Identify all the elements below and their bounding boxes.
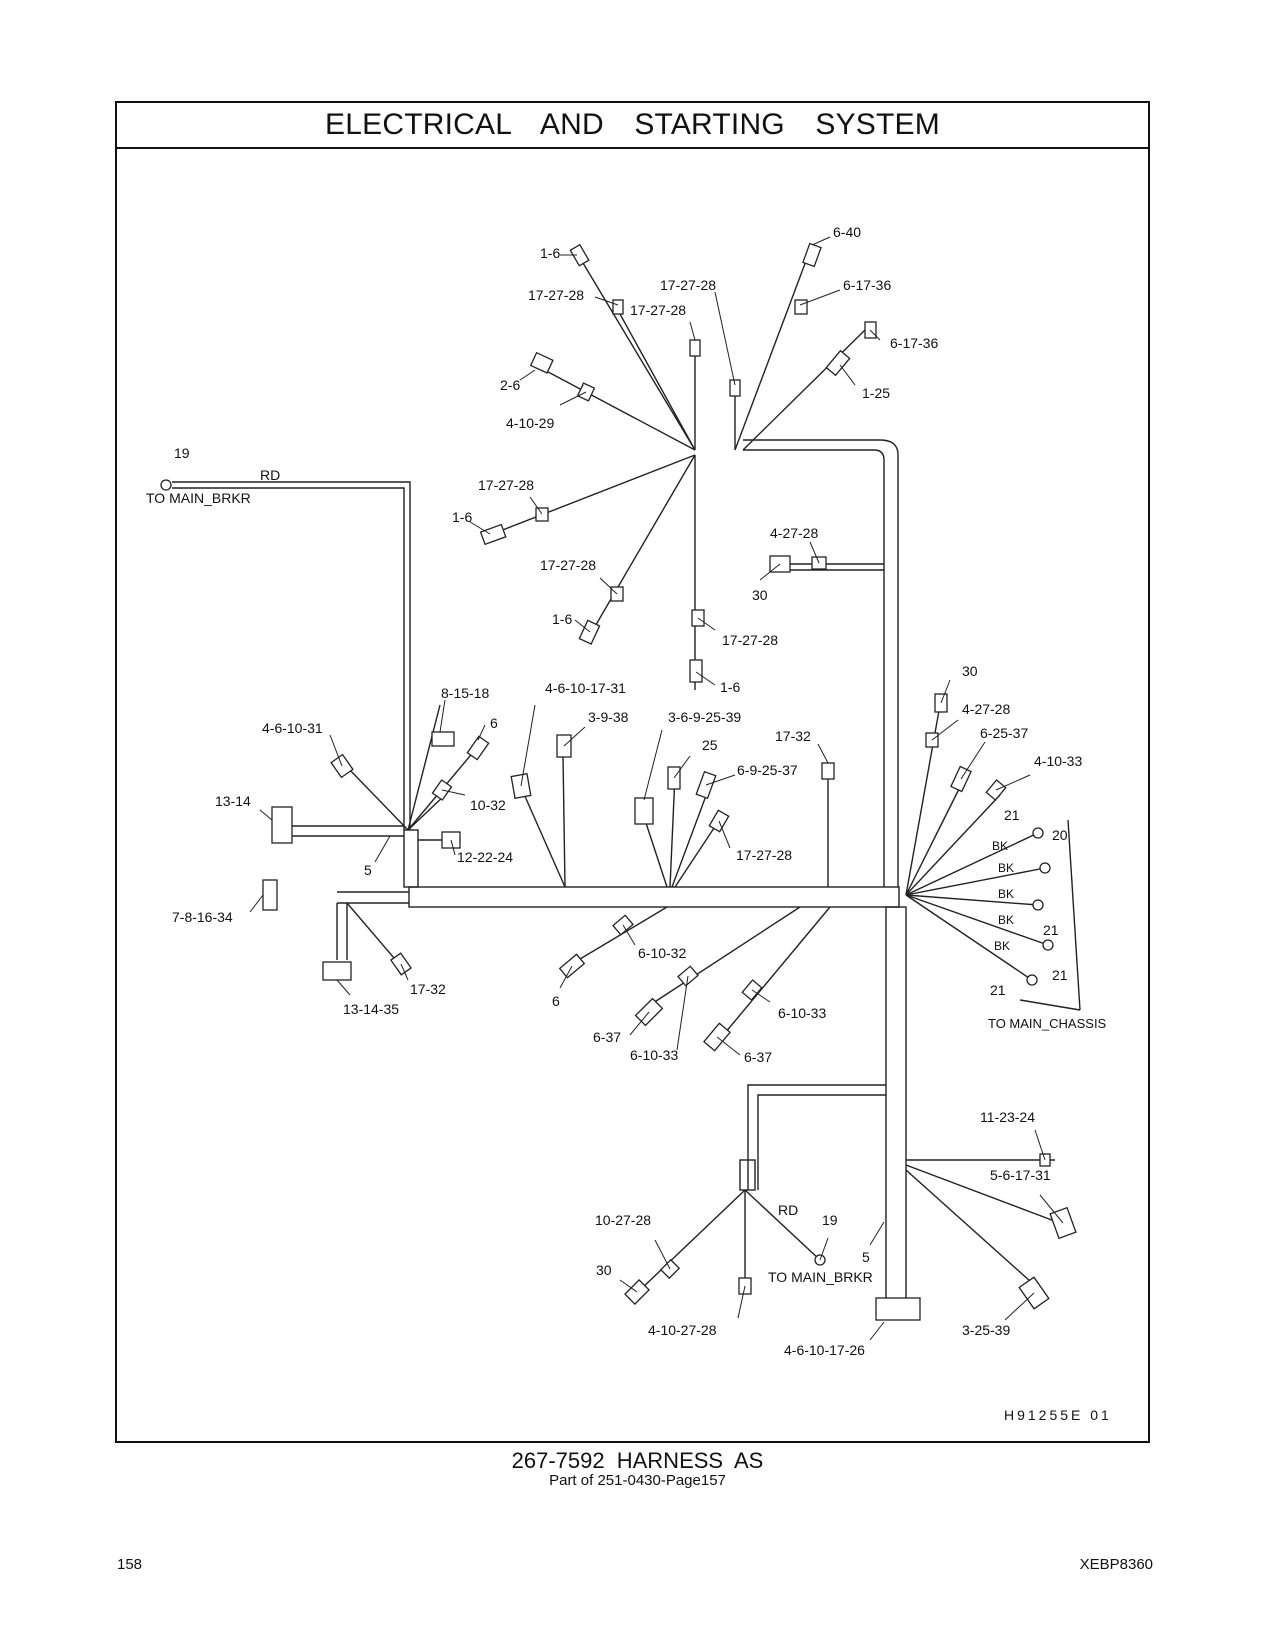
- lbl-30: 30: [962, 663, 978, 679]
- lbl-4-10-33: 4-10-33: [1034, 753, 1082, 769]
- lbl-1-6: 1-6: [552, 611, 572, 627]
- lbl-7-8-16-34: 7-8-16-34: [172, 909, 233, 925]
- lbl-bk: BK: [998, 913, 1014, 927]
- lbl-17-27-28: 17-27-28: [540, 557, 596, 573]
- lbl-4-27-28: 4-27-28: [962, 701, 1010, 717]
- lbl-5: 5: [364, 862, 372, 878]
- lbl-6: 6: [490, 715, 498, 731]
- lbl-19: 19: [822, 1212, 838, 1228]
- lbl-4-27-28: 4-27-28: [770, 525, 818, 541]
- lbl-3-6-9-25-39: 3-6-9-25-39: [668, 709, 741, 725]
- drawing-frame: ELECTRICAL AND STARTING SYSTEM: [115, 101, 1150, 1443]
- lbl-bk: BK: [998, 887, 1014, 901]
- lbl-6-10-33: 6-10-33: [630, 1047, 678, 1063]
- lbl-bk: BK: [992, 839, 1008, 853]
- lbl-17-27-28: 17-27-28: [630, 302, 686, 318]
- lbl-6: 6: [552, 993, 560, 1009]
- lbl-bk: BK: [998, 861, 1014, 875]
- lbl-17-32: 17-32: [410, 981, 446, 997]
- lbl-1-6: 1-6: [540, 245, 560, 261]
- lbl-30: 30: [596, 1262, 612, 1278]
- lbl-17-27-28: 17-27-28: [660, 277, 716, 293]
- connector: [569, 243, 590, 267]
- lbl-17-27-28: 17-27-28: [528, 287, 584, 303]
- lbl-12-22-24: 12-22-24: [457, 849, 513, 865]
- lbl-4-6-10-31: 4-6-10-31: [262, 720, 323, 736]
- lbl-17-27-28: 17-27-28: [736, 847, 792, 863]
- lbl-6-17-36: 6-17-36: [843, 277, 891, 293]
- lower-trunk: [885, 906, 907, 1308]
- document-id: XEBP8360: [1079, 1556, 1153, 1573]
- lbl-25: 25: [702, 737, 718, 753]
- lbl-rd: RD: [260, 467, 280, 483]
- lbl-rd: RD: [778, 1202, 798, 1218]
- lbl-to-main-brkr: TO MAIN_BRKR: [768, 1269, 873, 1285]
- lbl-6-17-36: 6-17-36: [890, 335, 938, 351]
- lbl-17-32: 17-32: [775, 728, 811, 744]
- lbl-1-6: 1-6: [720, 679, 740, 695]
- title-bar: ELECTRICAL AND STARTING SYSTEM: [117, 103, 1148, 149]
- lbl-bk: BK: [994, 939, 1010, 953]
- ring-terminal: [160, 479, 172, 491]
- lbl-6-37: 6-37: [593, 1029, 621, 1045]
- harness-title: 267-7592 HARNESS AS: [511, 1448, 764, 1473]
- lbl-8-15-18: 8-15-18: [441, 685, 489, 701]
- lbl-4-6-10-17-31: 4-6-10-17-31: [545, 680, 626, 696]
- lbl-17-27-28: 17-27-28: [478, 477, 534, 493]
- lbl-21: 21: [1004, 807, 1020, 823]
- lbl-4-6-10-17-26: 4-6-10-17-26: [784, 1342, 865, 1358]
- lbl-19: 19: [174, 445, 190, 461]
- lbl-6-25-37: 6-25-37: [980, 725, 1028, 741]
- lbl-5: 5: [862, 1249, 870, 1265]
- lbl-1-6: 1-6: [452, 509, 472, 525]
- lbl-21: 21: [990, 982, 1006, 998]
- lbl-10-32: 10-32: [470, 797, 506, 813]
- lbl-30: 30: [752, 587, 768, 603]
- lbl-13-14-35: 13-14-35: [343, 1001, 399, 1017]
- lbl-2-6: 2-6: [500, 377, 520, 393]
- lbl-21: 21: [1052, 967, 1068, 983]
- lbl-to-main-brkr: TO MAIN_BRKR: [146, 490, 251, 506]
- lbl-10-27-28: 10-27-28: [595, 1212, 651, 1228]
- lbl-6-9-25-37: 6-9-25-37: [737, 762, 798, 778]
- lbl-11-23-24: 11-23-24: [980, 1109, 1035, 1125]
- main-trunk: [408, 886, 900, 908]
- right-trunk: [743, 449, 885, 887]
- lbl-4-10-29: 4-10-29: [506, 415, 554, 431]
- lbl-to-main-chassis: TO MAIN_CHASSIS: [988, 1016, 1107, 1031]
- lbl-5-6-17-31: 5-6-17-31: [990, 1167, 1051, 1183]
- lbl-1-25: 1-25: [862, 385, 890, 401]
- harness-subtitle: Part of 251-0430-Page157: [549, 1472, 726, 1489]
- lbl-13-14: 13-14: [215, 793, 251, 809]
- lbl-21: 21: [1043, 922, 1059, 938]
- lbl-6-37: 6-37: [744, 1049, 772, 1065]
- lbl-20: 20: [1052, 827, 1068, 843]
- figure-id: H91255E 01: [1004, 1407, 1112, 1423]
- lbl-6-40: 6-40: [833, 224, 861, 240]
- lbl-3-9-38: 3-9-38: [588, 709, 629, 725]
- lbl-17-27-28: 17-27-28: [722, 632, 778, 648]
- page-number: 158: [117, 1556, 143, 1573]
- lbl-3-25-39: 3-25-39: [962, 1322, 1010, 1338]
- page-title: ELECTRICAL AND STARTING SYSTEM: [325, 108, 940, 141]
- lbl-4-10-27-28: 4-10-27-28: [648, 1322, 717, 1338]
- lbl-6-10-32: 6-10-32: [638, 945, 686, 961]
- lbl-6-10-33: 6-10-33: [778, 1005, 826, 1021]
